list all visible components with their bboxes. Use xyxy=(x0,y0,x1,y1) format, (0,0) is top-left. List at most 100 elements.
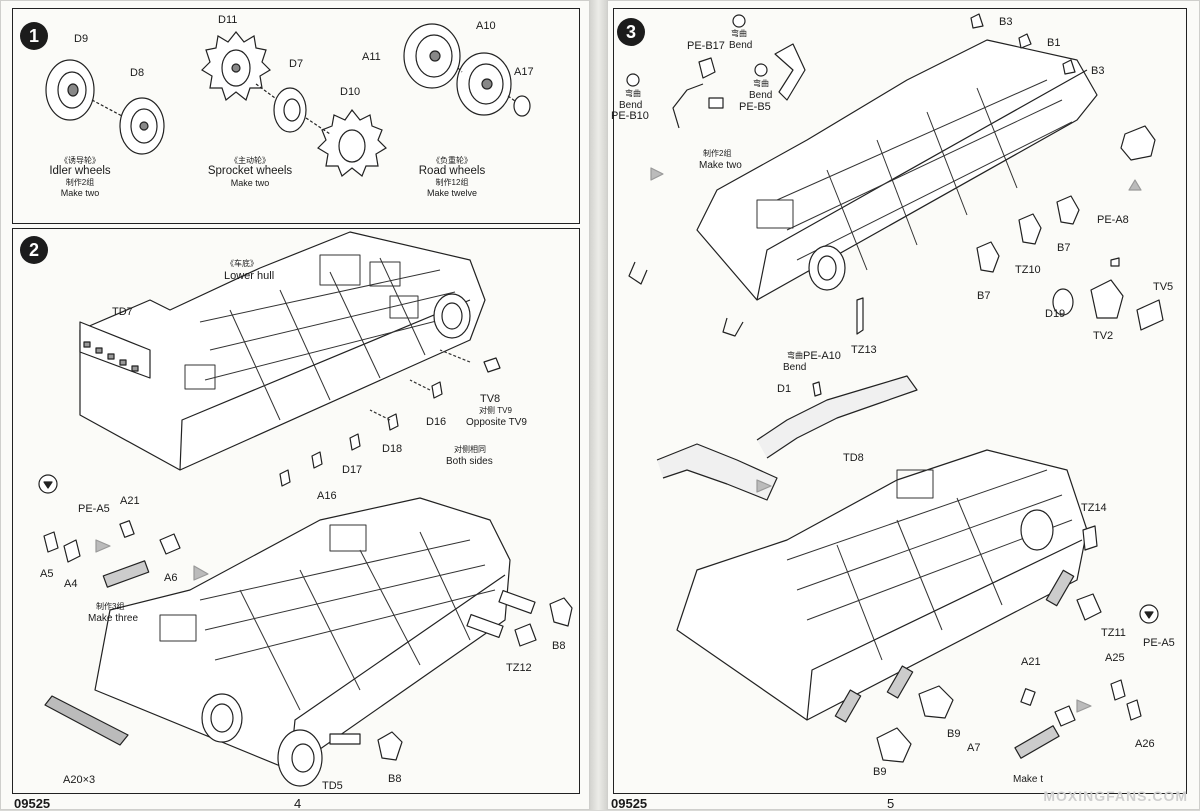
part-label-a17: A17 xyxy=(514,66,534,78)
part-label-pe-b10: PE-B10 xyxy=(611,110,649,122)
part-label-a25: A25 xyxy=(1105,652,1125,664)
caption-idler-wheels: 《诱导轮》 Idler wheels 制作2组 Make two xyxy=(40,156,120,198)
step2-badge: 2 xyxy=(20,236,48,264)
part-a26 xyxy=(1126,699,1142,721)
bend-en-b: Bend xyxy=(619,100,643,111)
part-tv2 xyxy=(1090,279,1124,319)
part-a6-spring xyxy=(102,560,150,588)
part-label-b1: B1 xyxy=(1047,37,1061,49)
page-number: 4 xyxy=(294,796,302,811)
bend-en-d: Bend xyxy=(783,362,807,373)
lower-hull-lower xyxy=(94,497,511,771)
part-pe-b17 xyxy=(698,57,716,79)
part-label-tz14: TZ14 xyxy=(1081,502,1107,514)
bend-zh-d: 弯曲 xyxy=(787,351,803,360)
caption-en: Road wheels xyxy=(418,165,486,178)
part-label-a26: A26 xyxy=(1135,738,1155,750)
part-a5 xyxy=(43,531,59,553)
part-label-d18: D18 xyxy=(382,443,403,455)
part-label-b9-a: B9 xyxy=(947,728,961,740)
lower-hull-zh: 《车底》 xyxy=(226,259,258,268)
step3-badge: 3 xyxy=(617,18,645,46)
right-page: 3 xyxy=(607,0,1200,811)
part-tv8 xyxy=(483,357,501,373)
assembly-arrow-2 xyxy=(193,565,209,581)
caption-road-wheels: 《负重轮》 Road wheels 制作12组 Make twelve xyxy=(410,156,494,198)
part-label-d9: D9 xyxy=(74,33,89,45)
part-b9-a xyxy=(918,685,954,719)
part-b3-right xyxy=(1062,59,1076,75)
assembly-arrow-d xyxy=(1076,699,1092,713)
part-d19 xyxy=(1052,288,1074,316)
part-d17 xyxy=(349,433,361,451)
step1-frame xyxy=(12,8,580,224)
make-three-zh: 制作3组 xyxy=(96,602,125,611)
assembly-arrow-b xyxy=(1128,179,1142,191)
bend-zh-a: 弯曲 xyxy=(731,29,747,38)
step1-badge: 1 xyxy=(20,22,48,50)
part-label-pe-b17: PE-B17 xyxy=(687,40,725,52)
part-label-pe-a8: PE-A8 xyxy=(1097,214,1129,226)
part-label-pe-a5: PE-A5 xyxy=(1143,637,1175,649)
part-label-b7-a: B7 xyxy=(1057,242,1071,254)
make-three-en: Make three xyxy=(88,613,139,624)
part-label-b9-b: B9 xyxy=(873,766,887,778)
part-label-d16: D16 xyxy=(426,416,447,428)
part-a21 xyxy=(119,520,135,538)
part-label-a16: A16 xyxy=(317,490,337,502)
step3-drawing xyxy=(626,13,1164,763)
part-label-tv8: TV8 xyxy=(480,393,501,405)
part-tz12-a xyxy=(498,589,536,615)
part-label-d19: D19 xyxy=(1045,308,1066,320)
bend-icon-b xyxy=(626,73,640,87)
watermark: MOXINGFANS.COM xyxy=(1043,788,1188,804)
part-label-pe-a5: PE-A5 xyxy=(78,503,110,515)
part-label-b3-top: B3 xyxy=(999,16,1013,28)
caption-sprocket-wheels: 《主动轮》 Sprocket wheels Make two xyxy=(205,156,295,189)
left-page: 1 xyxy=(0,0,590,811)
part-d18 xyxy=(387,413,399,431)
part-tz12-b xyxy=(466,613,504,639)
part-d16 xyxy=(431,381,443,399)
lower-hull-en: Lower hull xyxy=(224,270,275,282)
part-label-d8: D8 xyxy=(130,67,145,79)
caption-zh: 《主动轮》 xyxy=(230,156,270,165)
part-label-a10: A10 xyxy=(476,20,496,32)
part-label-a6: A6 xyxy=(164,572,178,584)
part-label-d17: D17 xyxy=(342,464,363,476)
lower-hull-upper xyxy=(79,231,486,471)
part-d1 xyxy=(812,381,822,397)
part-label-a4: A4 xyxy=(64,578,78,590)
product-code: 09525 xyxy=(14,796,51,811)
make-two-en: Make two xyxy=(699,160,742,171)
part-label-a20: A20×3 xyxy=(63,774,96,786)
part-label-tv9-en: Opposite TV9 xyxy=(466,417,527,428)
part-bearing xyxy=(1120,125,1156,161)
part-bend-bracket xyxy=(774,43,806,101)
assembly-arrow xyxy=(95,539,111,553)
part-b9-b xyxy=(876,727,912,763)
make-three-en-right: Make t xyxy=(1013,774,1044,785)
caption-zh: 《诱导轮》 xyxy=(60,156,100,165)
part-label-a21: A21 xyxy=(1021,656,1041,668)
part-tz11-arm xyxy=(1076,593,1102,621)
caption-zh: 《负重轮》 xyxy=(432,156,472,165)
part-label-tv5: TV5 xyxy=(1153,281,1174,293)
part-label-tv2: TV2 xyxy=(1093,330,1114,342)
part-bracket-left-b xyxy=(722,317,744,337)
bend-en-c: Bend xyxy=(749,90,773,101)
part-tv5 xyxy=(1136,299,1164,331)
hub-cap-a17 xyxy=(513,95,531,117)
part-label-b8-upper: B8 xyxy=(552,640,566,652)
bend-zh-c: 弯曲 xyxy=(753,79,769,88)
caption-note-en: Make twelve xyxy=(426,187,478,198)
part-a6-cap xyxy=(159,533,181,555)
part-label-a5: A5 xyxy=(40,568,54,580)
part-tz10 xyxy=(1018,213,1042,245)
part-label-pe-a10: PE-A10 xyxy=(803,350,841,362)
page-gutter xyxy=(590,0,607,810)
part-label-td7: TD7 xyxy=(112,306,133,318)
part-b8-upper xyxy=(549,597,573,627)
part-a7-spring xyxy=(1014,725,1060,759)
assembly-arrow-a xyxy=(650,167,664,181)
